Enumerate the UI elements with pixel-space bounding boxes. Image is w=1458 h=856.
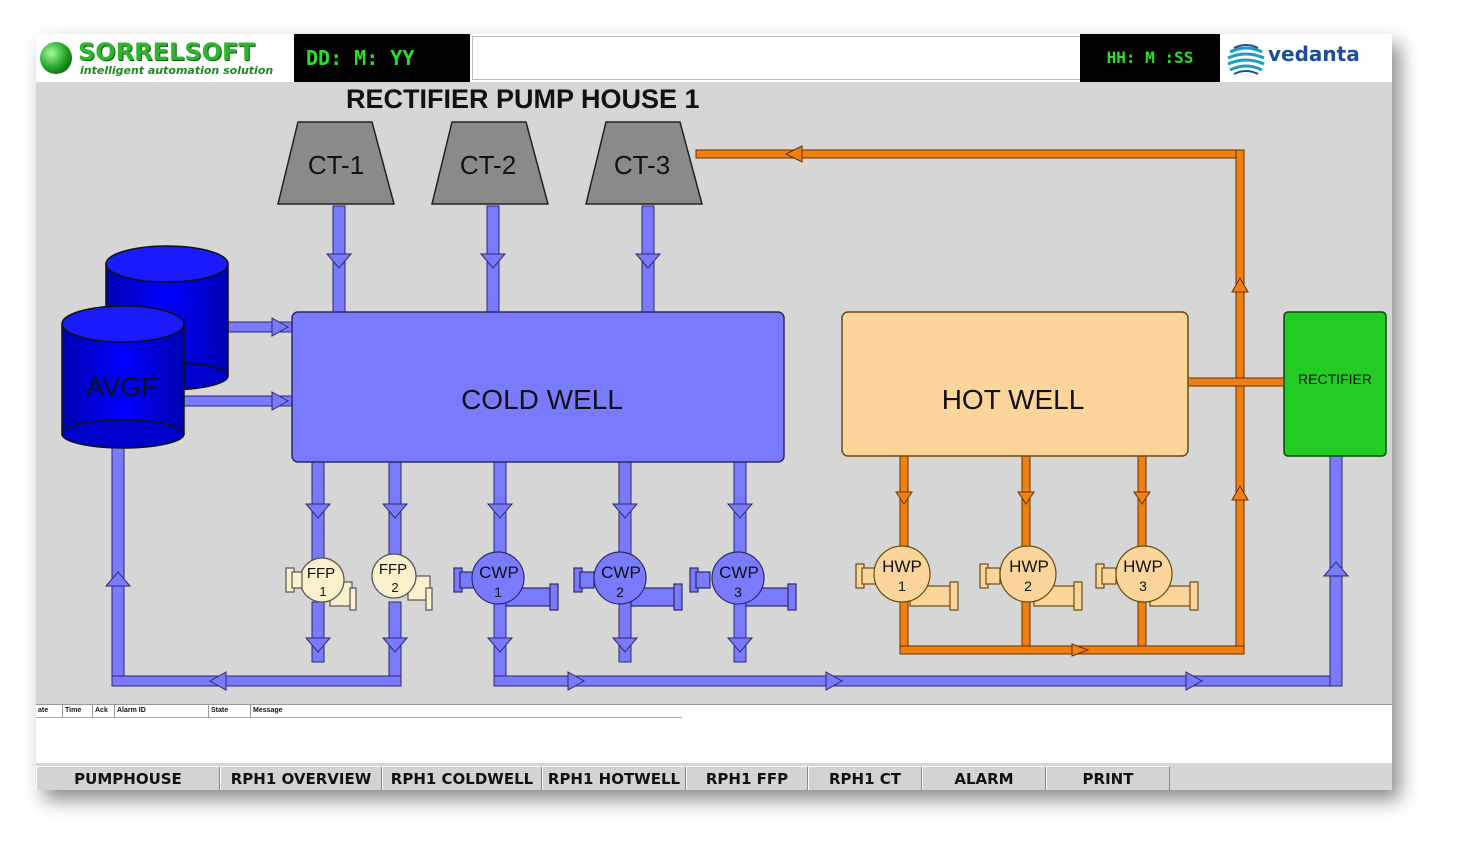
hwp3-number: 3 — [1139, 578, 1147, 594]
rectifier-label: RECTIFIER — [1298, 371, 1372, 387]
alarm-table-header: ate Time Ack Alarm ID State Message — [36, 705, 682, 718]
hwp2-number: 2 — [1024, 578, 1032, 594]
nav-rph1-ffp-button[interactable]: RPH1 FFP — [686, 766, 808, 790]
nav-rph1-hotwell-button[interactable]: RPH1 HOTWELL — [542, 766, 686, 790]
ct-drop-arrows — [325, 253, 662, 269]
top-bar: SORRELSOFT intelligent automation soluti… — [36, 34, 1392, 82]
alarm-col-state: State — [208, 705, 228, 717]
avgf-feed-pipes — [183, 317, 293, 411]
brand-tagline: intelligent automation solution — [80, 64, 274, 77]
message-field — [472, 36, 1082, 80]
cwp2-name: CWP — [601, 563, 641, 582]
cooling-tower-ct3[interactable]: CT-3 — [585, 121, 703, 205]
cwp-pump-2[interactable]: CWP 2 — [573, 551, 683, 611]
hwp3-name: HWP — [1123, 557, 1163, 576]
ffp-return-loop — [104, 441, 402, 691]
hwp2-name: HWP — [1009, 557, 1049, 576]
page-title: RECTIFIER PUMP HOUSE 1 — [346, 84, 700, 114]
scada-screen: SORRELSOFT intelligent automation soluti… — [36, 34, 1392, 790]
hwp-pump-2[interactable]: HWP 2 — [979, 545, 1083, 611]
cold-well-label: COLD WELL — [461, 384, 623, 415]
avgf-tank-front[interactable]: AVGF — [61, 305, 185, 449]
ct3-label: CT-3 — [614, 150, 670, 180]
cwp-pump-1[interactable]: CWP 1 — [453, 551, 559, 611]
sorrelsoft-logo: SORRELSOFT intelligent automation soluti… — [36, 34, 294, 82]
hwp1-number: 1 — [898, 578, 906, 594]
hwp-pump-3[interactable]: HWP 3 — [1095, 545, 1199, 611]
process-diagram: CT-1 CT-2 CT-3 AVGF COLD WELL — [61, 121, 1387, 691]
alarm-col-date: ate — [38, 707, 49, 714]
globe-icon — [40, 42, 72, 74]
brand-name: SORRELSOFT — [78, 38, 255, 66]
nav-rph1-coldwell-button[interactable]: RPH1 COLDWELL — [382, 766, 542, 790]
rectifier[interactable]: RECTIFIER — [1283, 311, 1387, 457]
ffp-pump-1[interactable]: FFP 1 — [285, 557, 357, 611]
cooling-tower-ct2[interactable]: CT-2 — [431, 121, 549, 205]
vedanta-globe-icon — [1227, 44, 1265, 75]
cold-well-outlet-arrows — [304, 503, 754, 653]
hwp-pump-1[interactable]: HWP 1 — [855, 545, 959, 611]
vedanta-logo: vedanta — [1220, 34, 1392, 82]
cwp-pump-3[interactable]: CWP 3 — [689, 551, 797, 611]
client-name: vedanta — [1268, 42, 1360, 66]
hot-well-label: HOT WELL — [942, 384, 1085, 415]
cwp3-name: CWP — [719, 563, 759, 582]
cwp3-number: 3 — [734, 584, 742, 600]
time-display: HH: M :SS — [1080, 34, 1220, 82]
cwp2-number: 2 — [616, 584, 624, 600]
ffp-pump-2[interactable]: FFP 2 — [371, 553, 433, 611]
alarm-col-time: Time — [62, 705, 81, 717]
ffp2-name: FFP — [379, 561, 407, 578]
alarm-col-message: Message — [250, 705, 283, 717]
hwp1-name: HWP — [882, 557, 922, 576]
ffp1-number: 1 — [319, 584, 326, 599]
nav-bar: PUMPHOUSE RPH1 OVERVIEW RPH1 COLDWELL RP… — [36, 766, 1392, 790]
alarm-col-ack: Ack — [92, 705, 108, 717]
ct1-label: CT-1 — [308, 150, 364, 180]
nav-pumphouse-button[interactable]: PUMPHOUSE — [36, 766, 220, 790]
ffp2-number: 2 — [391, 580, 398, 595]
nav-alarm-button[interactable]: ALARM — [922, 766, 1046, 790]
nav-rph1-overview-button[interactable]: RPH1 OVERVIEW — [220, 766, 382, 790]
nav-print-button[interactable]: PRINT — [1046, 766, 1170, 790]
cwp1-name: CWP — [479, 563, 519, 582]
date-display: DD: M: YY — [294, 34, 470, 82]
nav-rph1-ct-button[interactable]: RPH1 CT — [808, 766, 922, 790]
avgf-label: AVGF — [86, 372, 158, 402]
ffp1-name: FFP — [307, 565, 335, 582]
alarm-summary[interactable]: ate Time Ack Alarm ID State Message — [36, 704, 1392, 763]
cooling-tower-ct1[interactable]: CT-1 — [277, 121, 395, 205]
cwp1-number: 1 — [494, 584, 502, 600]
hot-well[interactable]: HOT WELL — [841, 311, 1189, 457]
cwp-header-pipe — [493, 453, 1350, 691]
alarm-col-id: Alarm ID — [114, 705, 146, 717]
cold-well[interactable]: COLD WELL — [291, 311, 785, 463]
ct2-label: CT-2 — [460, 150, 516, 180]
